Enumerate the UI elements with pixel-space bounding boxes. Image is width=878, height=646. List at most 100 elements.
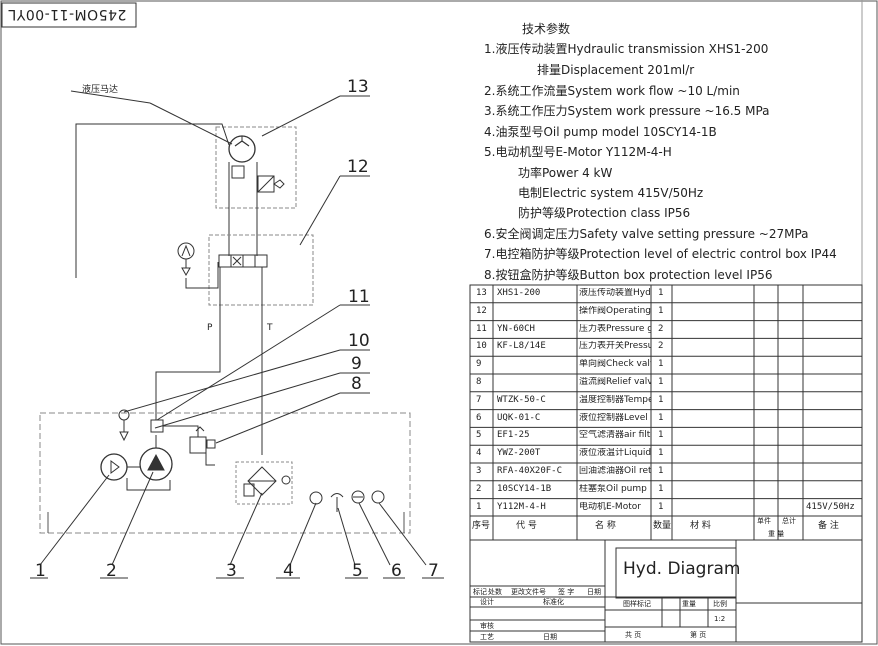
bom-cell-code: EF1-25	[497, 430, 530, 441]
bom-cell-name: 温度控制器Temperature Controller	[579, 394, 651, 405]
drawing-code-stamp: 245OM-11-00YL	[8, 6, 127, 22]
bom-cell-name: 电动机E-Motor	[579, 501, 641, 512]
callout-13: 13	[347, 77, 369, 97]
bom-cell-qty: 1	[658, 377, 664, 387]
bom-cell-no: 6	[476, 412, 482, 423]
t-line-label: T	[267, 323, 273, 333]
callout-6: 6	[391, 561, 402, 581]
bom-cell-code: RFA-40X20F-C	[497, 466, 563, 476]
tech-param-line: 3.系统工作压力System work pressure ~16.5 MPa	[484, 104, 770, 118]
bom-cell-qty: 1	[658, 448, 664, 459]
bom-cell-remark: 415V/50Hz	[806, 501, 855, 512]
tech-param-line: 4.油泵型号Oil pump model 10SCY14-1B	[484, 125, 717, 139]
tb-stage-mark: 图样标记	[623, 600, 651, 608]
callout-2: 2	[106, 561, 117, 581]
callout-1: 1	[35, 561, 46, 581]
tech-param-line: 电制Electric system 415V/50Hz	[518, 186, 704, 200]
bom-header-weight: 重 量	[768, 530, 785, 538]
bom-cell-no: 3	[476, 466, 482, 476]
tech-param-line: 6.安全阀调定压力Safety valve setting pressure ~…	[484, 227, 809, 241]
bom-cell-no: 5	[476, 430, 482, 441]
bom-cell-name: 溢流阀Relief valve	[579, 377, 651, 387]
tech-param-line: 7.电控箱防护等级Protection level of electric co…	[484, 247, 837, 261]
bom-cell-name: 液压传动装置Hydraulic transmission	[579, 288, 651, 298]
p-line-label: P	[207, 323, 213, 333]
tb-standardize: 标准化	[543, 598, 564, 606]
tech-param-line: 排量Displacement 201ml/r	[537, 63, 695, 77]
bom-cell-no: 4	[476, 448, 482, 459]
tech-param-line: 2.系统工作流量System work flow ~10 L/min	[484, 84, 740, 98]
bom-cell-qty: 1	[658, 466, 664, 476]
callout-7: 7	[428, 561, 439, 581]
bom-cell-no: 13	[476, 288, 487, 298]
callout-3: 3	[226, 561, 237, 581]
tb-sheet: 第 页	[690, 631, 707, 639]
bom-cell-name: 柱塞泵Oil pump	[579, 483, 647, 494]
tech-param-line: 1.液压传动装置Hydraulic transmission XHS1-200	[484, 42, 769, 56]
callout-4: 4	[283, 561, 294, 581]
bom-cell-name: 操作阀Operating valve	[579, 305, 651, 316]
bom-cell-code: UQK-01-C	[497, 412, 541, 423]
bom-header-qty: 数量	[653, 521, 672, 531]
tech-param-line: 5.电动机型号E-Motor Y112M-4-H	[484, 145, 672, 159]
bom-cell-code: Y112M-4-H	[497, 501, 546, 512]
bom-cell-no: 9	[476, 359, 482, 370]
bom-cell-qty: 1	[658, 288, 664, 298]
bom-cell-code: KF-L8/14E	[497, 341, 546, 352]
bom-cell-name: 液位控制器Level controller	[579, 412, 651, 423]
tech-param-line: 8.按钮盒防护等级Button box protection level IP5…	[484, 268, 773, 282]
bom-header-name: 名 称	[595, 521, 616, 531]
callout-8: 8	[351, 374, 362, 394]
bom-cell-name: 压力表Pressure gauge	[579, 323, 651, 334]
bom-cell-name: 空气滤清器air filter	[579, 430, 651, 441]
bom-header-code: 代 号	[516, 521, 537, 531]
drawing-title: Hyd. Diagram	[623, 559, 741, 579]
tb-scale: 比例	[713, 600, 727, 608]
bom-header-material: 材 料	[690, 521, 711, 531]
bom-cell-name: 液位液温计Liquid level thermometer	[579, 448, 651, 459]
bom-cell-name: 压力表开关Pressure gauge switch	[579, 341, 651, 352]
bom-cell-no: 2	[476, 483, 482, 494]
bom-cell-qty: 1	[658, 412, 664, 423]
tech-param-line: 功率Power 4 kW	[518, 166, 613, 180]
tb-scale-value: 1:2	[714, 615, 726, 623]
motor-callout-label: 液压马达	[82, 85, 119, 95]
bom-cell-qty: 1	[658, 501, 664, 512]
bom-cell-code: YWZ-200T	[497, 448, 541, 459]
bom-cell-no: 8	[476, 377, 482, 387]
bom-cell-qty: 2	[658, 323, 664, 334]
tb-design: 设计	[480, 598, 494, 606]
tb-weight: 重量	[682, 600, 696, 608]
bom-cell-qty: 1	[658, 305, 664, 316]
tb-process: 工艺	[480, 633, 494, 641]
bom-cell-code: WTZK-50-C	[497, 394, 546, 405]
tb-date: 日期	[587, 588, 601, 596]
bom-cell-no: 10	[476, 341, 487, 352]
tb-mark: 标记	[473, 588, 487, 596]
bom-cell-no: 11	[476, 323, 487, 334]
tech-params-heading: 技术参数	[522, 22, 571, 36]
tb-change-doc: 更改文件号	[511, 588, 546, 596]
tb-total-pages: 共 页	[625, 631, 642, 639]
bom-cell-name: 回油滤油器Oil return filter	[579, 466, 651, 476]
callout-9: 9	[351, 354, 362, 374]
bom-header-total-weight: 总计	[782, 517, 796, 525]
bom-header-no: 序号	[472, 521, 491, 531]
bom-cell-name: 单向阀Check valve	[579, 359, 651, 370]
bom-cell-qty: 1	[658, 394, 664, 405]
callout-10: 10	[348, 331, 370, 351]
callout-5: 5	[352, 561, 363, 581]
bom-cell-code: 10SCY14-1B	[497, 483, 552, 494]
tb-review: 审核	[480, 622, 494, 630]
bom-header-remark: 备 注	[818, 521, 839, 531]
bom-cell-no: 7	[476, 394, 482, 405]
bom-cell-qty: 1	[658, 483, 664, 494]
bom-cell-code: YN-60CH	[497, 323, 535, 334]
bom-cell-qty: 2	[658, 341, 664, 352]
bom-cell-no: 1	[476, 501, 482, 512]
tech-param-line: 防护等级Protection class IP56	[518, 206, 691, 220]
bom-header-unit-weight: 单件	[757, 517, 771, 525]
tb-date2: 日期	[543, 633, 557, 641]
bom-cell-code: XHS1-200	[497, 288, 541, 298]
